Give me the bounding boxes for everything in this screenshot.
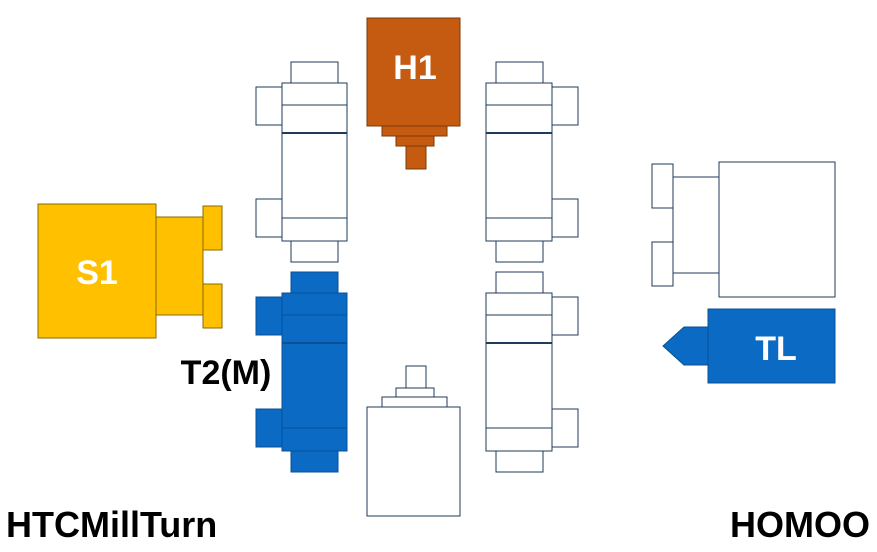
s1-spindle [37, 203, 223, 339]
h1-label: H1 [393, 49, 436, 87]
turret-upper-left [255, 61, 348, 263]
turret-lower-right [485, 271, 579, 473]
turret-upper-right [485, 61, 579, 263]
t2m-label: T2(M) [181, 354, 272, 392]
tl-tool [662, 308, 836, 384]
spindle-lower-center [366, 365, 461, 517]
tl-label: TL [755, 330, 797, 368]
s1-label: S1 [76, 254, 118, 292]
tool-magazine-right [651, 161, 836, 298]
left-caption: HTCMillTurn [6, 504, 217, 545]
h1-spindle [366, 17, 461, 170]
t2m-turret [255, 271, 348, 473]
right-caption: HOMOO [730, 504, 870, 545]
